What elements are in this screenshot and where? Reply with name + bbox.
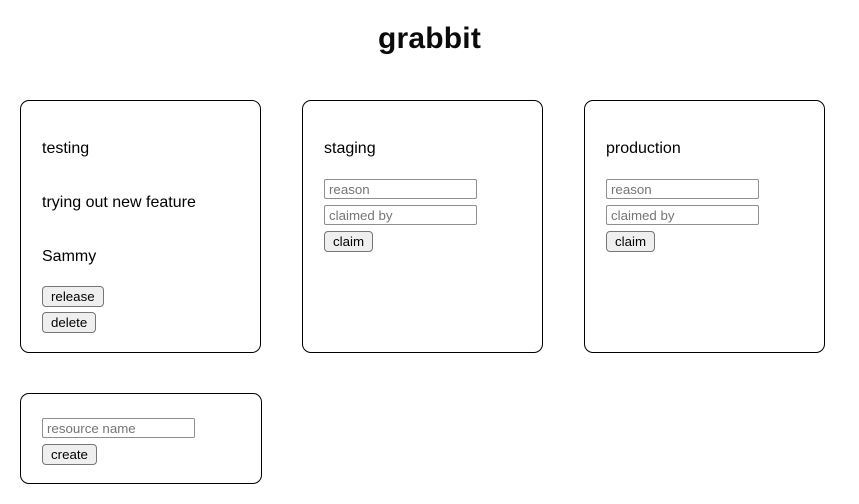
create-resource-card: create	[20, 393, 262, 484]
resource-card-staging: staging claim	[302, 100, 543, 353]
resource-card-testing: testing trying out new feature Sammy rel…	[20, 100, 261, 353]
claimed-by-text: Sammy	[42, 248, 97, 265]
claim-button[interactable]: claim	[324, 231, 374, 252]
reason-input[interactable]	[324, 179, 477, 199]
resource-name: staging	[324, 140, 376, 157]
app-title: grabbit	[377, 22, 482, 55]
reason-input[interactable]	[606, 179, 759, 199]
claim-button[interactable]: claim	[606, 231, 656, 252]
claimed-by-input[interactable]	[606, 205, 759, 225]
create-button[interactable]: create	[42, 444, 97, 465]
release-button[interactable]: release	[42, 286, 104, 307]
resource-name: testing	[42, 140, 90, 157]
resource-card-production: production claim	[584, 100, 825, 353]
resource-name-input[interactable]	[42, 418, 195, 438]
resource-name: production	[606, 140, 681, 157]
claim-reason-text: trying out new feature	[42, 194, 196, 211]
delete-button[interactable]: delete	[42, 312, 97, 333]
claimed-by-input[interactable]	[324, 205, 477, 225]
